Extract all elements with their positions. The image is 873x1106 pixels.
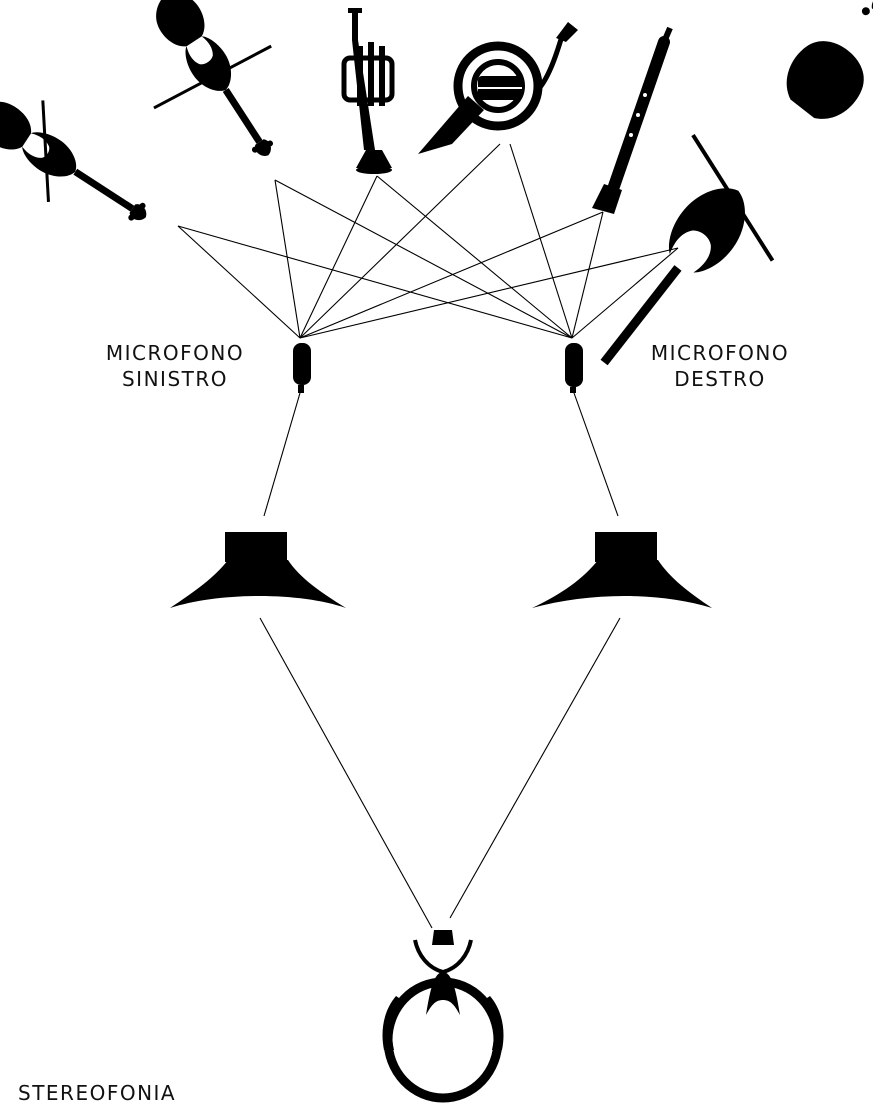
microphone-to-speaker-lines [263,392,619,517]
violin-icon [0,100,147,221]
french-horn-icon [418,22,578,154]
right-microphone-icon [565,343,583,393]
left-microphone-label-line-2: SINISTRO [121,367,228,391]
instrument-to-microphone-lines [177,143,679,339]
left-microphone-icon [293,343,311,393]
trumpet-icon [341,8,395,174]
cello-icon [600,0,873,366]
speaker-to-listener-lines [259,617,621,929]
diagram-caption: STEREOFONIA [18,1081,177,1105]
right-microphone-label-line-2: DESTRO [674,367,766,391]
clarinet-icon [592,26,673,214]
right-microphone-label: MICROFONO DESTRO [620,340,820,392]
left-microphone-label-line-1: MICROFONO [105,341,245,365]
left-speaker-icon [170,532,346,608]
viola-icon [153,0,274,156]
listener-head-icon [382,930,504,1103]
left-microphone-label: MICROFONO SINISTRO [80,340,270,392]
right-speaker-icon [532,532,712,608]
right-microphone-label-line-1: MICROFONO [650,341,790,365]
